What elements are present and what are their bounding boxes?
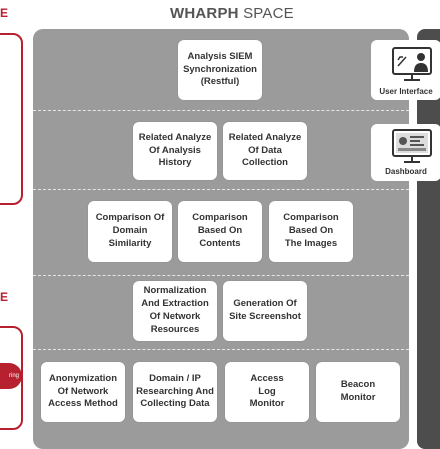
left-pill: ring bbox=[0, 363, 22, 389]
left-panel-top bbox=[0, 33, 23, 205]
box-analysis-history: Related Analyze Of Analysis History bbox=[133, 122, 217, 180]
box-anonymization: Anonymization Of Network Access Method bbox=[41, 362, 125, 422]
box-domain-similarity: Comparison Of Domain Similarity bbox=[88, 201, 172, 262]
box-siem-sync: Analysis SIEM Synchronization (Restful) bbox=[178, 40, 262, 100]
page-title: WHARPH SPACE bbox=[170, 5, 294, 22]
row-divider bbox=[33, 189, 409, 190]
user-interface-label: User Interface bbox=[379, 87, 433, 96]
left-panel-bottom-label: E bbox=[0, 290, 9, 304]
box-data-collection: Related Analyze Of Data Collection bbox=[223, 122, 307, 180]
box-access-log: Access Log Monitor bbox=[225, 362, 309, 422]
box-normalization: Normalization And Extraction Of Network … bbox=[133, 281, 217, 341]
dashboard-label: Dashboard bbox=[385, 167, 427, 176]
box-screenshot: Generation Of Site Screenshot bbox=[223, 281, 307, 341]
row-divider bbox=[33, 275, 409, 276]
row-divider bbox=[33, 110, 409, 111]
dashboard-monitor-icon bbox=[392, 128, 432, 164]
left-panel-top-label: E bbox=[0, 6, 9, 20]
box-researching: Domain / IP Researching And Collecting D… bbox=[133, 362, 217, 422]
box-beacon: Beacon Monitor bbox=[316, 362, 400, 422]
user-monitor-icon bbox=[392, 46, 432, 82]
row-divider bbox=[33, 349, 409, 350]
box-contents: Comparison Based On Contents bbox=[178, 201, 262, 262]
box-images: Comparison Based On The Images bbox=[269, 201, 353, 262]
